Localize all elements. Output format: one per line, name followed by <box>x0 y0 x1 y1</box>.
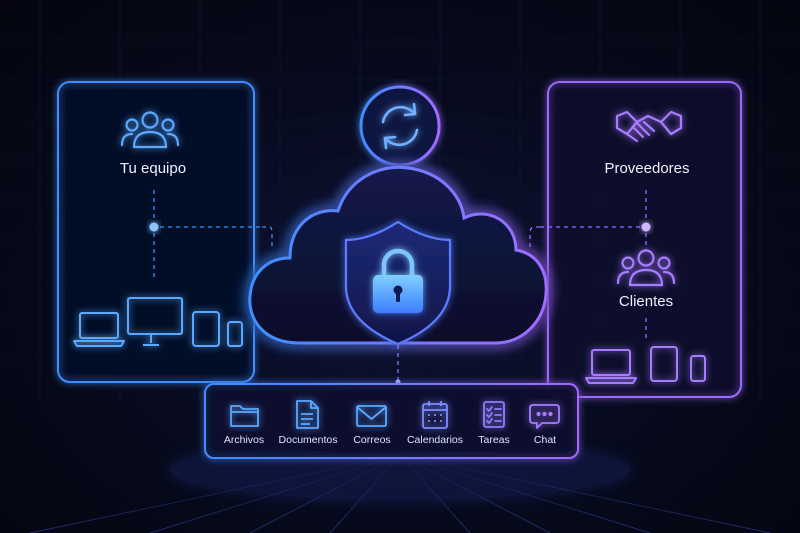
tasks-icon <box>483 401 505 428</box>
laptop-icon <box>585 349 637 384</box>
clients-label: Clientes <box>618 293 674 310</box>
laptop-icon <box>73 312 125 347</box>
shield-lock-icon <box>344 220 452 346</box>
phone-icon <box>690 355 706 382</box>
clients-users-icon <box>616 249 676 287</box>
sync-node <box>359 85 441 167</box>
chat-icon <box>529 404 560 429</box>
right-panel <box>529 81 742 398</box>
team-users-icon <box>120 111 180 149</box>
suppliers-label: Proveedores <box>604 160 690 177</box>
left-panel <box>57 81 273 383</box>
right-devices <box>585 346 706 384</box>
left-devices <box>73 297 243 347</box>
service-label-documentos: Documentos <box>278 434 338 446</box>
left-connector <box>149 190 273 278</box>
handshake-icon <box>615 110 683 143</box>
service-label-calendarios: Calendarios <box>406 434 464 446</box>
service-label-correos: Correos <box>353 434 391 446</box>
team-label: Tu equipo <box>119 160 187 177</box>
center-connector <box>395 345 401 385</box>
lock-icon <box>373 248 423 313</box>
service-label-tareas: Tareas <box>478 434 510 446</box>
service-label-chat: Chat <box>533 434 557 446</box>
folder-icon <box>230 405 259 427</box>
sync-icon <box>381 102 419 150</box>
monitor-icon <box>127 297 183 346</box>
phone-icon <box>227 321 243 347</box>
calendar-icon <box>422 401 448 429</box>
services-bar <box>204 383 579 459</box>
right-connector <box>529 190 651 340</box>
left-node-dot <box>149 222 159 232</box>
right-node-dot <box>641 222 651 232</box>
document-icon <box>296 400 319 429</box>
mail-icon <box>356 405 387 427</box>
service-label-archivos: Archivos <box>223 434 265 446</box>
tablet-icon <box>192 311 220 347</box>
tablet-icon <box>650 346 678 382</box>
